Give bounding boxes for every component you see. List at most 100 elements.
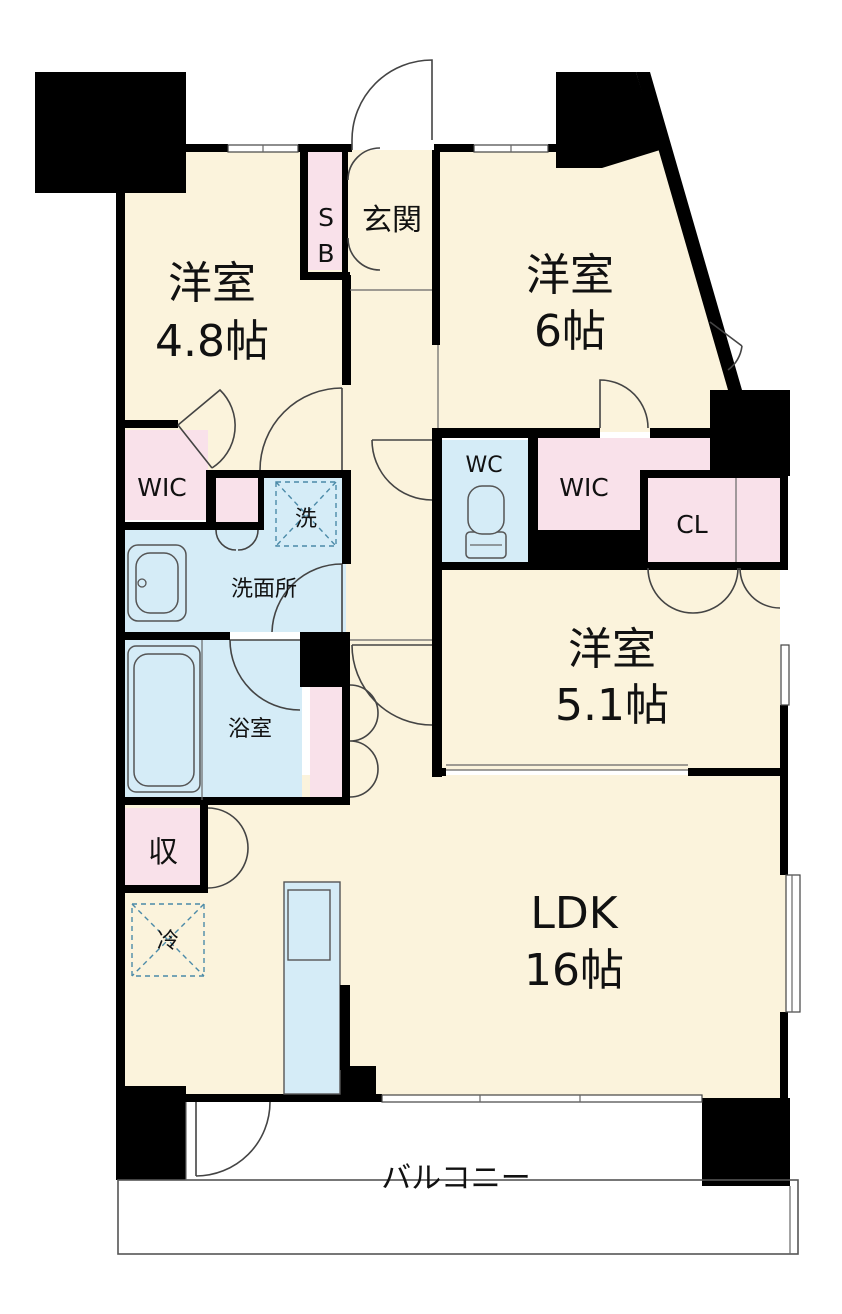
- room-size-western-48: 4.8帖: [155, 316, 269, 367]
- wall-sb-bottom: [300, 272, 350, 280]
- wall-left: [116, 150, 125, 1100]
- cl-floor: [648, 478, 780, 562]
- door-storage: [207, 807, 249, 889]
- wall-wic-left-south: [118, 522, 258, 530]
- kitchen-wall: [340, 985, 350, 1070]
- wall-washer-west: [258, 470, 264, 530]
- door-sb-top: [347, 147, 381, 271]
- window-ldk-bottom: [381, 1094, 703, 1103]
- wall-hall-storage-east: [342, 680, 350, 805]
- ldk-floor: [118, 775, 786, 1100]
- window-ldk-side: [785, 874, 801, 1013]
- wall-washroom-east: [342, 470, 351, 564]
- wall-top-d: [548, 144, 598, 152]
- wall-48-east: [342, 275, 351, 385]
- wall-right-ldk-b: [780, 1012, 788, 1102]
- wall-bath-south: [118, 797, 350, 805]
- wall-top-b: [298, 144, 352, 152]
- wall-diagonal: [636, 72, 742, 390]
- room-fridge: 冷: [157, 929, 179, 954]
- wall-wic-right-block: [528, 530, 642, 568]
- wall-51-west: [432, 562, 442, 777]
- wall-sb-east: [342, 150, 348, 272]
- wall-bottom-b: [340, 1066, 376, 1102]
- wall-6-south: [432, 428, 600, 438]
- balcony-railing: [117, 1179, 799, 1255]
- wall-51-south: [688, 768, 788, 776]
- toilet-bowl: [467, 485, 505, 535]
- wall-right-column: [710, 390, 790, 476]
- room-size-western-51: 5.1帖: [555, 680, 669, 731]
- fridge-space: [131, 903, 205, 977]
- fixtures: [127, 481, 507, 1095]
- wall-wc-east: [528, 438, 538, 568]
- room-name-western-6: 洋室: [526, 250, 614, 301]
- wall-storage-south: [118, 885, 208, 893]
- door-6-side: [709, 321, 743, 371]
- windows: [117, 144, 801, 1255]
- wall-cl-top: [640, 470, 785, 478]
- wall-bath-east: [300, 632, 350, 687]
- room-size-western-6: 6帖: [534, 306, 606, 357]
- room-wc: WC: [465, 453, 502, 478]
- storage-floor: [124, 808, 204, 888]
- room-washroom: 洗面所: [231, 577, 297, 602]
- door-wic-left: [177, 388, 236, 469]
- room-closet: CL: [676, 510, 707, 539]
- wall-washroom-south: [118, 632, 230, 640]
- wall-hall-south: [206, 470, 350, 478]
- doors: [177, 59, 781, 1177]
- door-balcony: [195, 1101, 271, 1177]
- wall-cl-west: [640, 472, 648, 568]
- shoe-box-floor: [308, 152, 344, 270]
- door-entrance: [351, 59, 433, 150]
- room-bathroom: 浴室: [228, 717, 272, 742]
- room-balcony: バルコニー: [381, 1161, 530, 1196]
- door-bath: [229, 639, 301, 711]
- walls: [35, 72, 790, 1186]
- hall-storage-floor: [310, 685, 346, 797]
- bathtub-inner: [133, 653, 195, 787]
- washbasin-inner: [135, 552, 179, 614]
- wic-right-floor: [536, 438, 712, 530]
- wall-top-left-column-lower: [68, 120, 186, 193]
- room-entrance: 玄関: [362, 203, 422, 238]
- room-name-western-51: 洋室: [568, 624, 656, 675]
- room-size-ldk: 16帖: [524, 945, 624, 996]
- wall-bottom-right-column: [702, 1098, 790, 1186]
- kitchen-counter: [284, 882, 340, 1094]
- western-51-floor: [440, 565, 780, 770]
- door-small-closet: [215, 529, 259, 551]
- wall-wic-left-east: [206, 470, 216, 525]
- room-storage: 収: [148, 835, 178, 870]
- labels: 洋室 4.8帖 洋室 6帖 洋室 5.1帖 LDK 16帖 玄関 S B WIC…: [137, 203, 708, 1196]
- window-51: [780, 644, 790, 706]
- wall-sb-west: [300, 150, 308, 280]
- western-6-floor: [438, 150, 735, 432]
- wall-storage-east: [200, 805, 208, 890]
- door-48: [259, 387, 343, 471]
- small-closet-floor: [216, 478, 258, 522]
- wall-6-west: [432, 150, 440, 345]
- door-washroom: [271, 563, 343, 633]
- room-shoe-box-line2: B: [317, 239, 334, 268]
- room-name-ldk: LDK: [530, 888, 618, 939]
- wall-top-c: [434, 144, 474, 152]
- balcony-floor: [118, 1100, 798, 1255]
- floor-fills: [118, 150, 798, 1255]
- room-name-western-48: 洋室: [168, 258, 256, 309]
- wall-bottom-left-column: [116, 1086, 186, 1180]
- room-wic-right: WIC: [559, 473, 609, 502]
- washer-floor: [264, 478, 346, 530]
- door-cl: [647, 567, 781, 614]
- room-washer: 洗: [295, 507, 317, 532]
- door-6: [599, 379, 649, 429]
- washer-pan: [275, 481, 337, 547]
- wall-51-north: [432, 562, 788, 570]
- wall-right-ldk-a: [780, 705, 788, 875]
- wall-right-lower: [780, 476, 788, 566]
- door-hall-storage: [349, 684, 379, 798]
- wall-bottom: [186, 1094, 382, 1102]
- wall-wc-west: [432, 428, 442, 568]
